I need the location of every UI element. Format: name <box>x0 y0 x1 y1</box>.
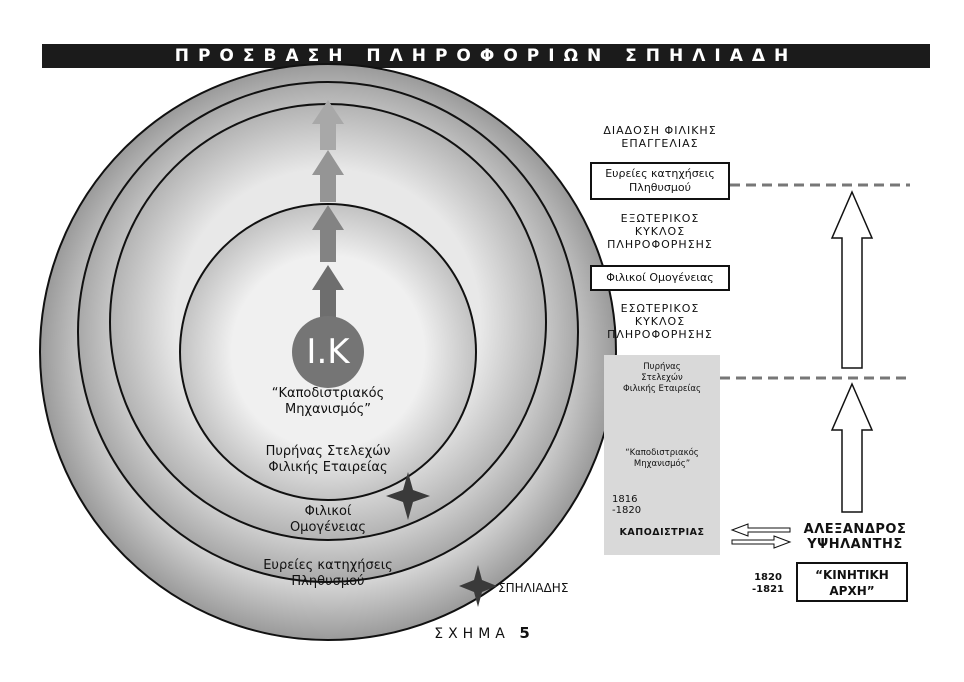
box-diaspora: Φιλικοί Ομογένειας <box>590 265 730 291</box>
panel-years: 1816-1820 <box>612 494 642 516</box>
left-arrow-icon <box>730 523 791 537</box>
figure-caption: ΣΧΗΜΑ 5 <box>434 624 530 642</box>
up-arrow-3 <box>312 150 344 202</box>
star-icon <box>386 472 430 520</box>
up-arrow-4 <box>312 100 344 150</box>
center-label: Ι.Κ <box>306 332 350 372</box>
hollow-up-arrow-top <box>830 190 874 369</box>
up-arrow-1 <box>312 265 344 322</box>
up-arrow-2 <box>312 205 344 262</box>
years-1820: 1820-1821 <box>752 572 784 595</box>
kapodistrias-panel <box>604 355 720 555</box>
page-title: ΠΡΟΣΒΑΣΗ ΠΛΗΡΟΦΟΡΙΩΝ ΣΠΗΛΙΑΔΗ <box>42 44 930 68</box>
hollow-up-arrow-bottom <box>830 382 874 513</box>
center-disc <box>292 316 364 388</box>
panel-name: ΚΑΠΟΔΙΣΤΡΙΑΣ <box>619 527 705 538</box>
right-arrow-icon <box>731 535 792 549</box>
star-icon <box>459 565 497 607</box>
spy-label: ΣΠΗΛΙΑΔΗΣ <box>498 581 569 595</box>
